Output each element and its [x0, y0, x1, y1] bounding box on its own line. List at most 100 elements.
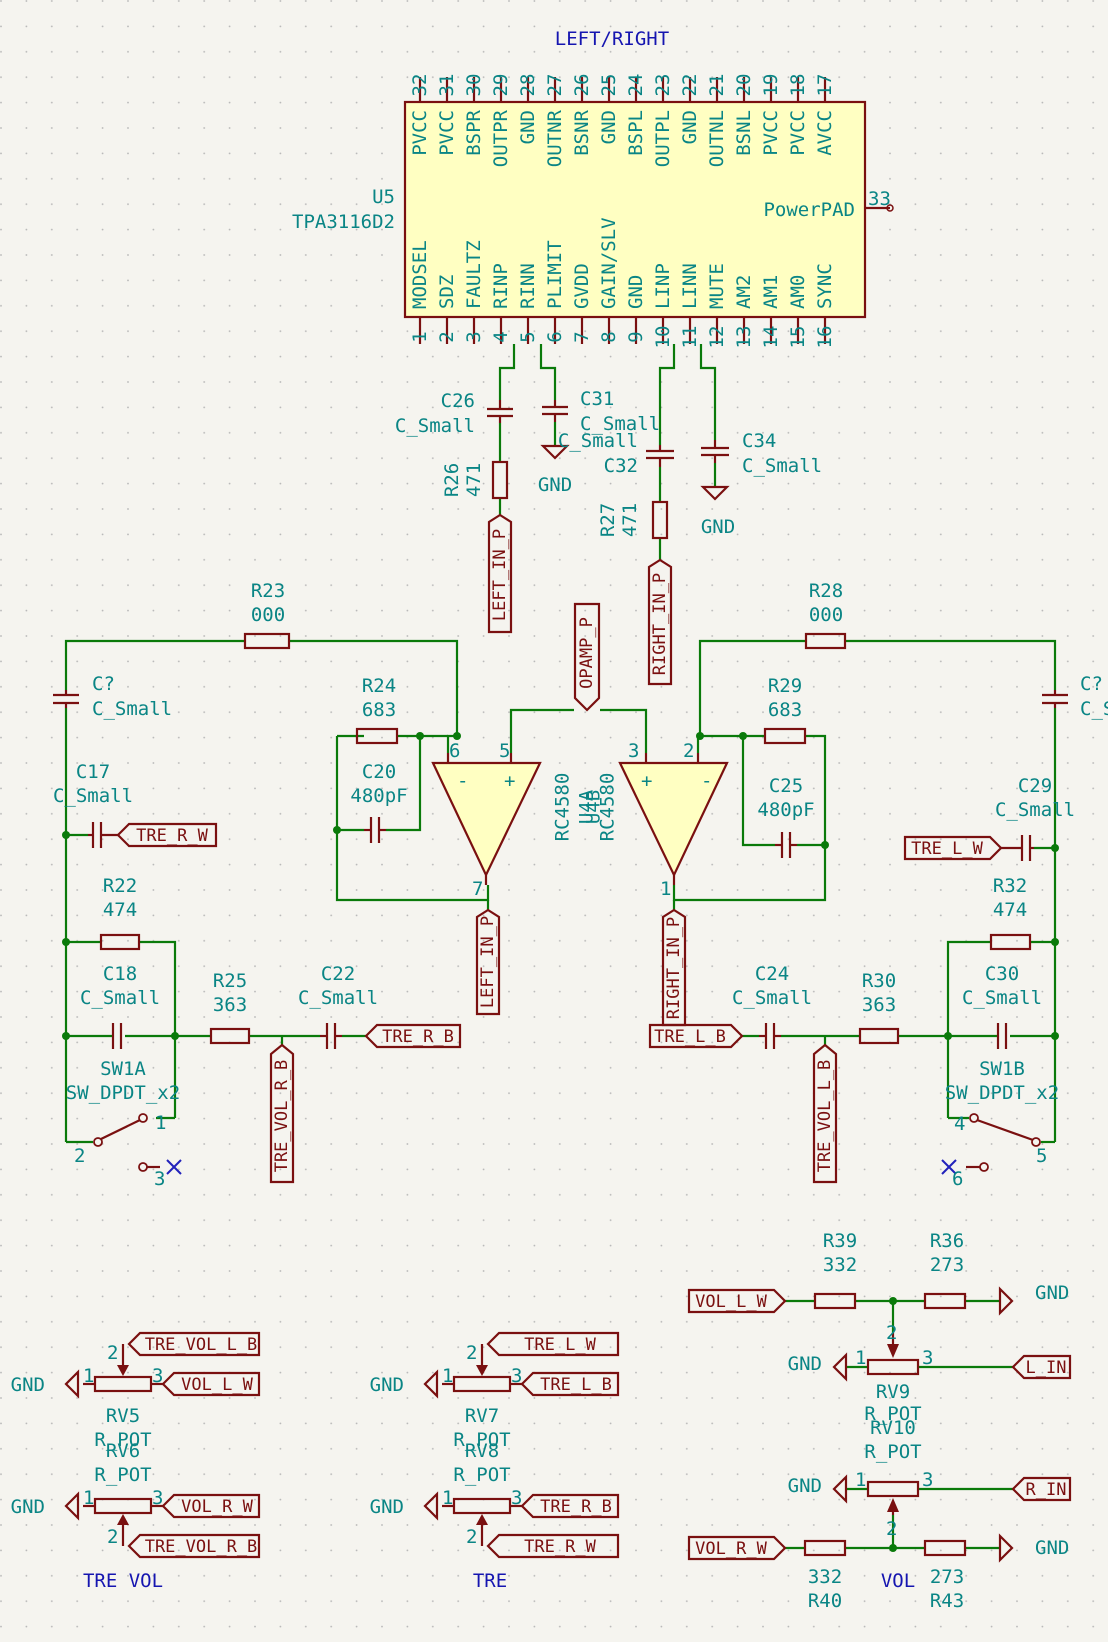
- r39-value: 332: [823, 1254, 857, 1276]
- label-left-in-p-top[interactable]: LEFT_IN_P: [487, 513, 513, 634]
- r24[interactable]: R24 683: [355, 675, 399, 745]
- rv9[interactable]: 2 1 3 RV9 R_POT: [855, 1322, 933, 1425]
- rv9-value: R_POT: [864, 1403, 921, 1425]
- u5-amplifier-chip[interactable]: 32PVCC31PVCC30BSPR29OUTPR28GND27OUTNR26B…: [292, 74, 894, 349]
- r24-value: 683: [362, 699, 396, 721]
- label-tre-r-b-top[interactable]: TRE_R_B: [364, 1023, 462, 1049]
- u4a-pin-5: 5: [499, 740, 510, 762]
- c34[interactable]: C34 C_Small: [701, 430, 822, 477]
- r22[interactable]: R22 474: [99, 875, 141, 951]
- rv6-value: R_POT: [94, 1464, 151, 1486]
- r27[interactable]: R27 471: [597, 500, 669, 540]
- rv5-wiper-label-flag[interactable]: [127, 1331, 261, 1357]
- rv5-gnd-symbol: [64, 1369, 80, 1399]
- gnd-c34-label: GND: [701, 516, 735, 538]
- r39[interactable]: R39 332: [813, 1230, 857, 1310]
- c26[interactable]: C26 C_Small: [395, 390, 513, 437]
- r23[interactable]: R23 000: [243, 580, 291, 650]
- label-left-in-p-bottom[interactable]: LEFT_IN_P: [475, 908, 501, 1016]
- u5-pin-11-name: LINN: [679, 263, 701, 309]
- c29[interactable]: C29 C_Small: [995, 775, 1075, 861]
- c24[interactable]: C24 C_Small: [732, 963, 812, 1049]
- r30[interactable]: R30 363: [858, 970, 900, 1045]
- c-unknown-right[interactable]: C? C_Small: [1042, 673, 1108, 720]
- opamp-u4b[interactable]: + - 3 2 1: [618, 740, 729, 900]
- label-tre-vol-r-b[interactable]: TRE_VOL_R_B: [269, 1043, 295, 1184]
- rv6-right-label-flag[interactable]: [161, 1493, 261, 1519]
- rv10-pin-2: 2: [886, 1518, 897, 1540]
- r32[interactable]: R32 474: [989, 875, 1032, 951]
- right-in-p-top-text: RIGHT_IN_P: [650, 573, 670, 675]
- label-right-in-p-bottom[interactable]: RIGHT_IN_P: [661, 908, 687, 1027]
- rv7-gnd-symbol: [423, 1369, 439, 1399]
- c-unknown-left[interactable]: C? C_Small: [53, 673, 172, 720]
- u5-pin-14-number: 14: [760, 326, 782, 349]
- sw1a[interactable]: SW1A SW_DPDT_x2 2 1 3: [66, 1058, 182, 1190]
- rv8-pin-1: 1: [442, 1487, 453, 1509]
- rv7-right-label: TRE_L_B: [540, 1375, 612, 1395]
- r40[interactable]: 332 R40: [803, 1539, 847, 1612]
- c25[interactable]: C25 480pF: [757, 775, 815, 858]
- c17[interactable]: C17 C_Small: [53, 761, 133, 848]
- rv6-wiper-label-flag[interactable]: [127, 1533, 261, 1559]
- label-right-in-p-top[interactable]: RIGHT_IN_P: [647, 558, 673, 686]
- rv8-right-label-flag[interactable]: [520, 1493, 620, 1519]
- gnd-rv9-label: GND: [788, 1353, 822, 1375]
- c18-ref: C18: [103, 963, 137, 985]
- c31-ref: C31: [580, 388, 614, 410]
- sw1b[interactable]: SW1B SW_DPDT_x2 4 5 6: [941, 1058, 1059, 1190]
- l-in-text: L_IN: [1026, 1358, 1067, 1378]
- r36-ref: R36: [930, 1230, 964, 1252]
- r43-value: 273: [930, 1566, 964, 1588]
- r28[interactable]: R28 000: [804, 580, 847, 650]
- c20[interactable]: C20 480pF: [350, 761, 408, 843]
- rv7-right-label-flag[interactable]: [520, 1371, 620, 1397]
- r26[interactable]: R26 471: [441, 460, 509, 500]
- gnd-r36-label: GND: [1035, 1282, 1069, 1304]
- u5-pin-17-number: 17: [814, 74, 836, 97]
- label-vol-l-w[interactable]: VOL_L_W: [687, 1288, 787, 1314]
- rv5-right-label-flag[interactable]: [161, 1371, 261, 1397]
- r29[interactable]: R29 683: [763, 675, 807, 745]
- r39-ref: R39: [823, 1230, 857, 1252]
- u5-pin-15-number: 15: [787, 326, 809, 349]
- rv6-wiper-label: TRE_VOL_R_B: [145, 1537, 258, 1557]
- label-r-in[interactable]: R_IN: [1011, 1476, 1072, 1502]
- u5-pin-23-number: 23: [652, 74, 674, 97]
- label-tre-l-b-top[interactable]: TRE_L_B: [648, 1023, 744, 1049]
- c22[interactable]: C22 C_Small: [298, 963, 378, 1049]
- r25[interactable]: R25 363: [209, 970, 251, 1045]
- u5-pin-29-number: 29: [490, 74, 512, 97]
- rv10[interactable]: 2 1 3 RV10 R_POT: [855, 1417, 933, 1540]
- label-vol-r-w[interactable]: VOL_R_W: [687, 1535, 787, 1561]
- label-l-in[interactable]: L_IN: [1011, 1354, 1072, 1380]
- rv10-pin-1: 1: [855, 1469, 866, 1491]
- rv8-wiper-label-flag[interactable]: [486, 1533, 620, 1559]
- u5-pin-28-name: GND: [517, 110, 539, 144]
- r40-ref: R40: [808, 1590, 842, 1612]
- rv7-wiper-label-flag[interactable]: [486, 1331, 620, 1357]
- vol-r-w-text: VOL_R_W: [695, 1539, 767, 1559]
- label-tre-vol-l-b[interactable]: TRE_VOL_L_B: [812, 1043, 838, 1184]
- u5-pin-32-number: 32: [409, 74, 431, 97]
- c31[interactable]: C31 C_Small: [542, 388, 660, 435]
- rv6-gnd-label: GND: [11, 1496, 45, 1518]
- u4a-ref: U4A: [576, 789, 598, 824]
- r43[interactable]: 273 R43: [923, 1539, 967, 1612]
- u5-pin-27-number: 27: [544, 74, 566, 97]
- opamp-u4a[interactable]: - + 6 5 7: [431, 740, 542, 900]
- c18[interactable]: C18 C_Small: [80, 963, 160, 1049]
- u5-pin-8-name: GAIN/SLV: [598, 217, 620, 309]
- label-tre-r-w-left[interactable]: TRE_R_W: [116, 822, 218, 848]
- r36[interactable]: R36 273: [923, 1230, 967, 1310]
- label-opamp-p[interactable]: OPAMP_P: [573, 602, 601, 712]
- r29-ref: R29: [768, 675, 802, 697]
- label-tre-l-w-right[interactable]: TRE_L_W: [903, 835, 1003, 861]
- tre-vol-title: TRE VOL: [83, 1570, 163, 1592]
- c32[interactable]: C_Small C32: [558, 430, 674, 477]
- c30[interactable]: C30 C_Small: [962, 963, 1042, 1049]
